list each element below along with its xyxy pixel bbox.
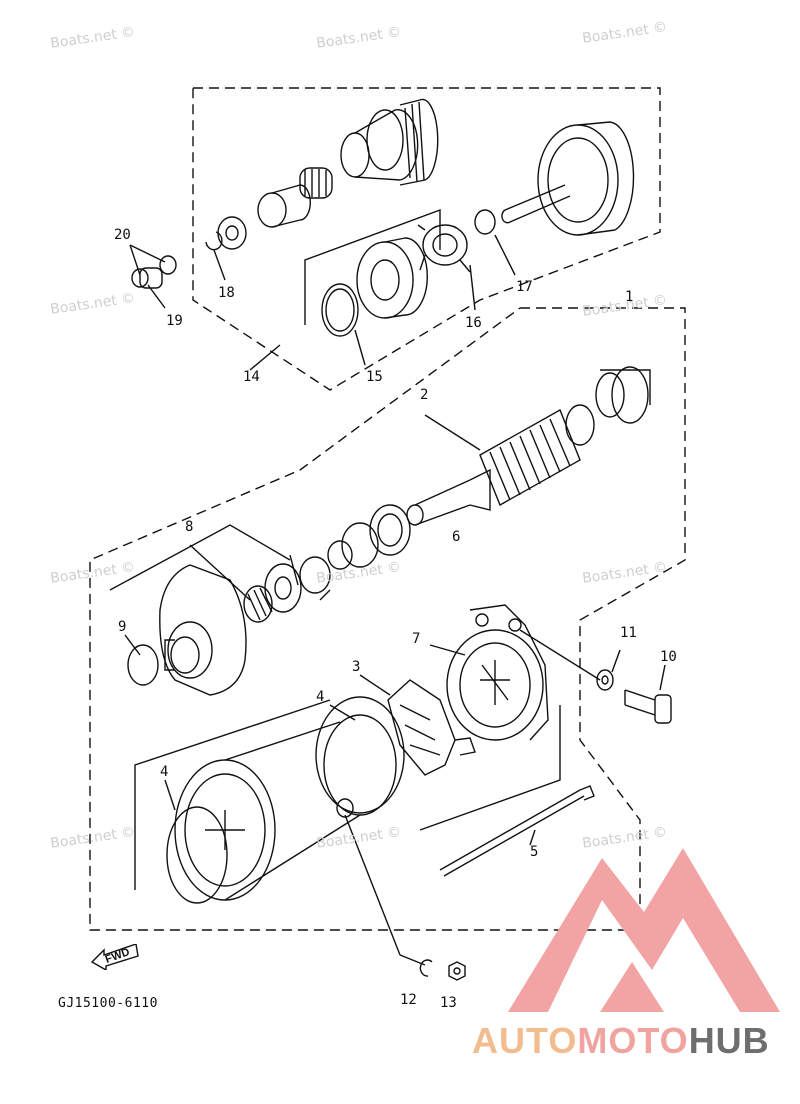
bracket-5 bbox=[419, 705, 561, 831]
callout-2: 2 bbox=[420, 387, 429, 403]
callout-7: 7 bbox=[412, 631, 421, 647]
clutch-group-outline bbox=[192, 87, 661, 391]
callout-17: 17 bbox=[516, 279, 533, 295]
bracket-washers bbox=[600, 369, 651, 405]
callout-20: 20 bbox=[114, 227, 131, 243]
callout-3: 3 bbox=[352, 659, 361, 675]
diagram-code: GJ15100-6110 bbox=[58, 996, 158, 1011]
callout-6: 6 bbox=[452, 529, 461, 545]
callout-18: 18 bbox=[218, 285, 235, 301]
callout-16: 16 bbox=[465, 315, 482, 331]
bracket-8 bbox=[109, 524, 291, 591]
callout-13: 13 bbox=[440, 995, 457, 1011]
automotohub-logo-text: AUTOMOTOHUB bbox=[472, 1020, 770, 1062]
callout-19: 19 bbox=[166, 313, 183, 329]
callout-4-gasket-front: 4 bbox=[160, 764, 169, 780]
bracket-4 bbox=[134, 699, 331, 890]
callout-11: 11 bbox=[620, 625, 637, 641]
callout-1: 1 bbox=[625, 289, 634, 305]
callout-12: 12 bbox=[400, 992, 417, 1008]
callout-5: 5 bbox=[530, 844, 539, 860]
logo-part-hub: HUB bbox=[688, 1020, 770, 1061]
fwd-arrow-icon bbox=[90, 944, 139, 970]
callout-10: 10 bbox=[660, 649, 677, 665]
logo-part-auto: AUTO bbox=[472, 1020, 578, 1061]
automotohub-logo-mark bbox=[508, 848, 780, 1012]
logo-part-moto: MOTO bbox=[577, 1020, 689, 1061]
bracket-15-16 bbox=[304, 208, 441, 325]
motor-group-outline bbox=[89, 307, 686, 931]
callout-15: 15 bbox=[366, 369, 383, 385]
callout-8: 8 bbox=[185, 519, 194, 535]
callout-9: 9 bbox=[118, 619, 127, 635]
callout-14: 14 bbox=[243, 369, 260, 385]
callout-4-gasket-rear: 4 bbox=[316, 689, 325, 705]
